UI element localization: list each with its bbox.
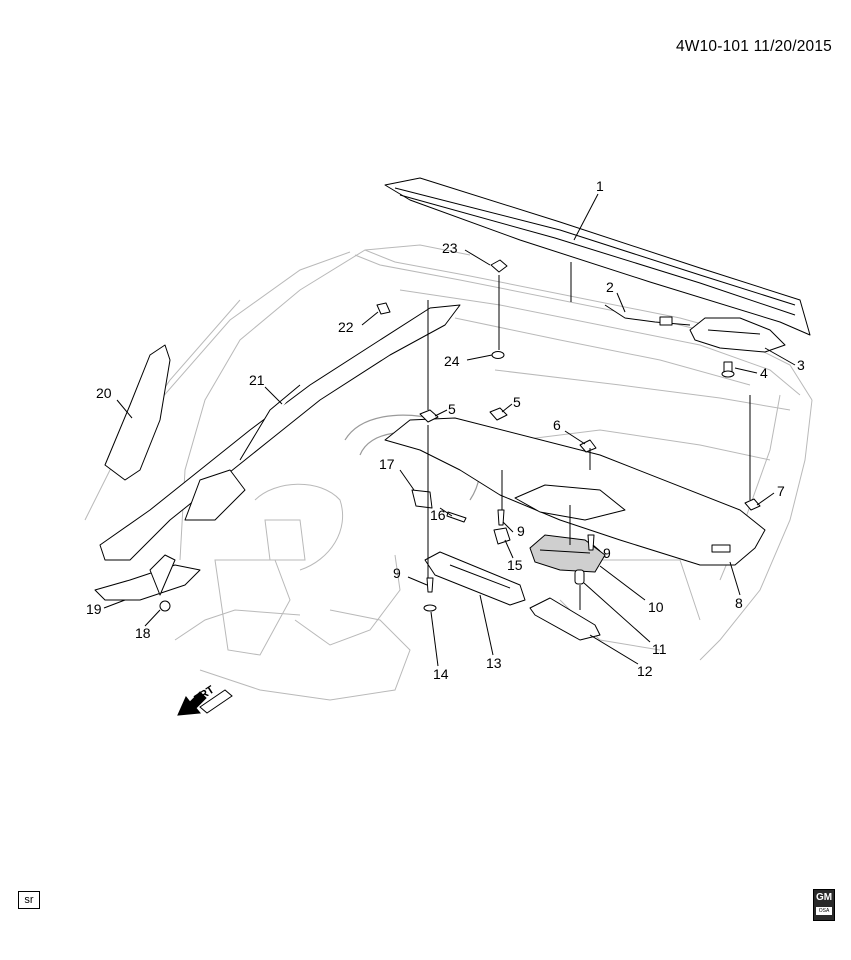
part-roof-header-rail[interactable] (384, 177, 811, 336)
callout-leaders (103, 193, 796, 667)
callout-13: 13 (486, 655, 502, 671)
callout-7: 7 (777, 483, 785, 499)
callout-2: 2 (606, 279, 614, 295)
callout-10: 10 (648, 599, 664, 615)
callout-12: 12 (637, 663, 653, 679)
gm-logo-text: GM (815, 892, 833, 903)
callout-14: 14 (433, 666, 449, 682)
part-pillar-trim-20[interactable] (104, 344, 171, 481)
part-headliner-panel[interactable] (384, 417, 766, 566)
callout-11: 11 (652, 641, 667, 657)
section-badge: sr (18, 891, 40, 909)
part-lower-bracket-19[interactable] (94, 554, 201, 601)
callout-6: 6 (553, 417, 561, 433)
callout-9c: 9 (393, 565, 401, 581)
part-nut-18[interactable] (159, 600, 171, 612)
part-console-cover[interactable] (529, 597, 601, 641)
front-arrow-icon (177, 691, 207, 716)
assembly-lines (427, 262, 751, 610)
part-clip-7[interactable] (744, 498, 761, 511)
part-screw-16[interactable] (446, 511, 467, 523)
callout-18: 18 (135, 625, 151, 641)
part-sunshade-panel[interactable] (424, 551, 526, 606)
callout-8: 8 (735, 595, 743, 611)
callout-16: 16 (430, 507, 446, 523)
part-clip-5a[interactable] (419, 409, 439, 423)
callout-19: 19 (86, 601, 102, 617)
part-clip-15[interactable] (493, 527, 511, 545)
part-screw-4[interactable] (721, 361, 735, 378)
part-lamp-bulb[interactable] (574, 569, 585, 585)
part-screw-9c[interactable] (426, 577, 434, 593)
callout-3: 3 (797, 357, 805, 373)
part-bracket-17[interactable] (411, 489, 433, 509)
part-wire-harness[interactable] (604, 304, 691, 326)
vehicle-body-outline (84, 244, 813, 701)
part-grommet-24[interactable] (491, 351, 505, 359)
part-screw-9b[interactable] (587, 534, 595, 551)
part-clip-23[interactable] (490, 259, 508, 273)
diagram-code: 4W10-101 11/20/2015 (675, 38, 832, 55)
gm-logo: GM OSA (813, 889, 835, 921)
part-pillar-trim-21[interactable] (99, 304, 461, 561)
part-header-bracket[interactable] (689, 317, 786, 353)
callout-20: 20 (96, 385, 112, 401)
part-clip-22[interactable] (376, 302, 391, 315)
gm-logo-subtext: OSA (816, 907, 832, 915)
front-direction-indicator: FRT (177, 684, 233, 716)
callout-24: 24 (444, 353, 460, 369)
callout-21: 21 (249, 372, 265, 388)
part-washer-14[interactable] (423, 604, 437, 612)
callout-5a: 5 (448, 401, 456, 417)
callout-5b: 5 (513, 394, 521, 410)
callout-15: 15 (507, 557, 523, 573)
callout-22: 22 (338, 319, 354, 335)
callout-9a: 9 (517, 523, 525, 539)
callout-23: 23 (442, 240, 458, 256)
callout-4: 4 (760, 365, 768, 381)
callout-17: 17 (379, 456, 395, 472)
callout-1: 1 (596, 178, 604, 194)
callout-9b: 9 (603, 545, 611, 561)
callout-labels: 1 2 3 4 5 5 6 7 8 9 9 9 10 11 12 13 14 1… (86, 178, 805, 682)
part-overhead-console[interactable] (529, 534, 606, 573)
